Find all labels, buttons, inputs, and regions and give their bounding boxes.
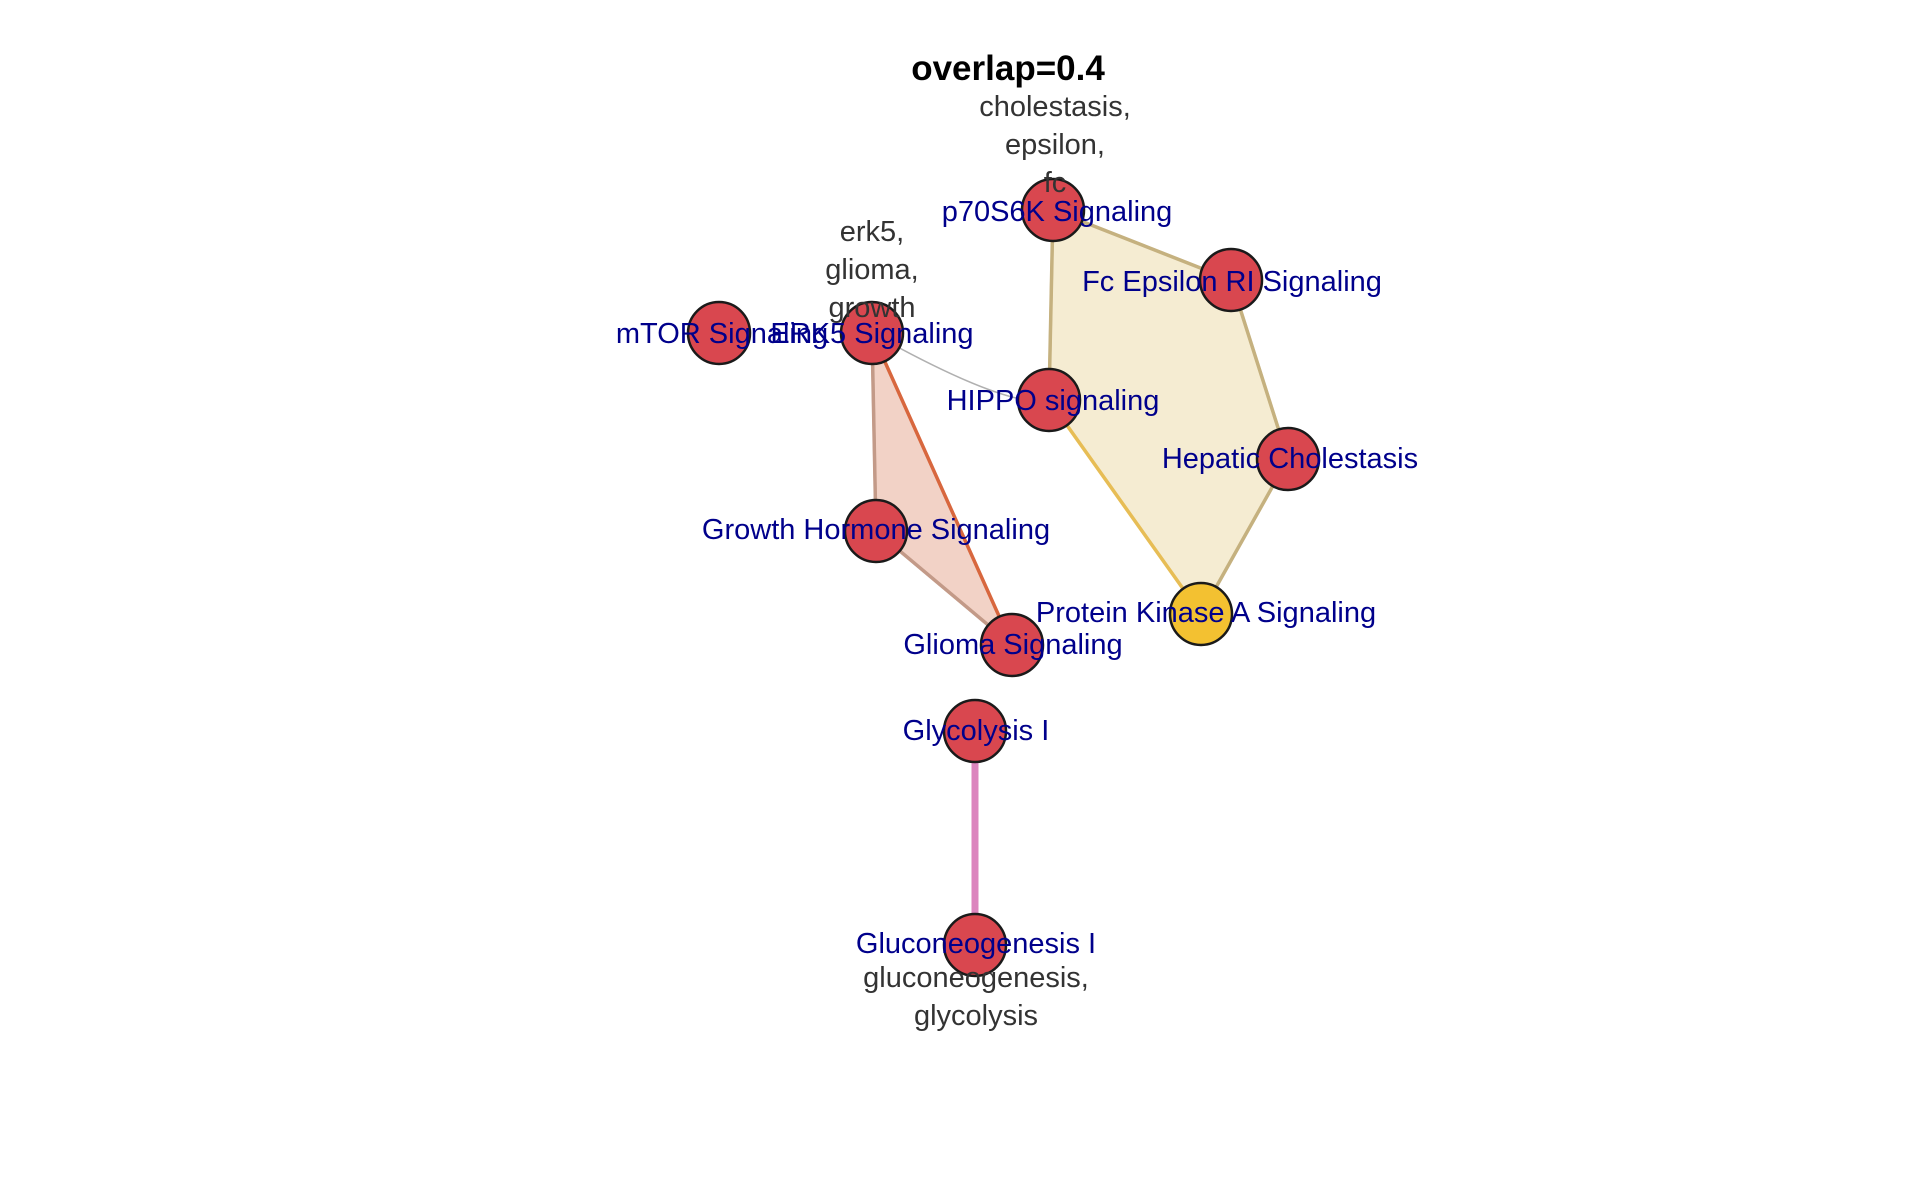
node-p70s6k[interactable] [1020,177,1086,243]
node-label-gh: Growth Hormone Signaling [702,514,1050,546]
edge-erk5-gh [870,331,878,533]
node-fc[interactable] [1198,247,1264,313]
node-hippo[interactable] [1016,367,1082,433]
node-gh[interactable] [843,498,909,564]
nodes [686,177,1321,978]
node-label-hepatic: Hepatic Cholestasis [1162,443,1418,475]
cluster-fc-label-line: epsilon, [1005,129,1105,161]
cluster-erk5-label-line: growth [828,292,915,324]
cluster-erk5-label: erk5, glioma, growth [825,216,919,324]
node-label-glioma: Glioma Signaling [903,629,1122,661]
node-label-pka: Protein Kinase A Signaling [1036,597,1376,629]
node-glioma[interactable] [979,612,1045,678]
node-label-fc: Fc Epsilon RI Signaling [1082,266,1382,298]
edge-erk5-glioma [870,331,1014,647]
node-erk5[interactable] [839,300,905,366]
cluster-erk5-label-line: glioma, [825,254,919,286]
node-gluco[interactable] [942,912,1008,978]
diagram-title: overlap=0.4 [911,49,1105,88]
node-label-p70s6k: p70S6K Signaling [942,196,1173,228]
node-label-gluco: Gluconeogenesis I [856,928,1096,960]
node-glyco[interactable] [942,698,1008,764]
cluster-labels: cholestasis, epsilon, fc erk5, glioma, growth… [825,91,1131,1032]
cluster-fc-label-line: fc [1044,167,1067,199]
node-label-hippo: HIPPO signaling [947,385,1160,417]
node-labels: p70S6K Signaling Fc Epsilon RI SignalingH… [616,196,1418,960]
cluster-fc-label-line: cholestasis, [979,91,1131,123]
cluster-gluco-label-line: glycolysis [914,1000,1038,1032]
node-label-mtor: mTOR Signaling [616,318,828,350]
node-pka[interactable] [1168,581,1234,647]
node-mtor[interactable] [686,300,752,366]
cluster-gluco-label: gluconeogenesis, glycolysis [863,962,1089,1032]
node-hepatic[interactable] [1255,426,1321,492]
cluster-erk5-label-line: erk5, [840,216,904,248]
cluster-gluco-label-line: gluconeogenesis, [863,962,1089,994]
cluster-fc-label: cholestasis, epsilon, fc [979,91,1131,199]
node-label-glyco: Glycolysis I [903,715,1050,747]
edge-hippo-pka [1047,398,1203,616]
node-label-erk5: ERK5 Signaling [770,318,973,350]
